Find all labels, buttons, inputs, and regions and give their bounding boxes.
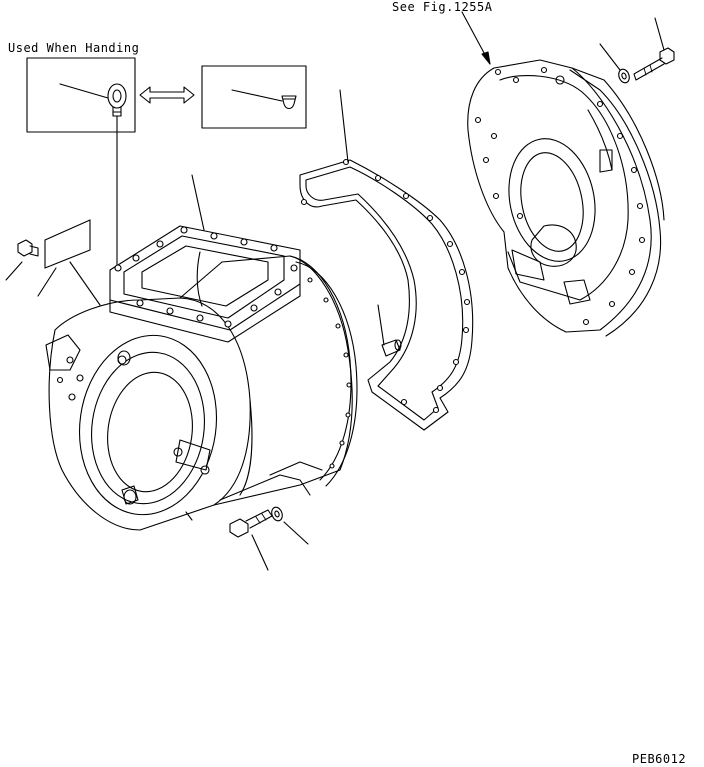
name-plate [37, 219, 101, 306]
cover-plate [461, 11, 665, 337]
case-bolt [229, 509, 273, 571]
case-washer [271, 506, 309, 545]
double-arrow [139, 86, 195, 104]
gasket [299, 89, 474, 431]
cover-bolt [633, 17, 675, 81]
see-fig-reference: See Fig.1255A [392, 0, 493, 14]
used-when-handing-note: Used When Handing [8, 41, 140, 55]
eye-bolt-inset [26, 57, 136, 271]
dowel-pin [377, 304, 402, 357]
drawing-code: PEB6012 [632, 752, 687, 766]
left-bolt [5, 239, 39, 281]
transmission-case [45, 174, 358, 531]
cover-washer [599, 43, 630, 84]
plug-inset [201, 65, 307, 129]
